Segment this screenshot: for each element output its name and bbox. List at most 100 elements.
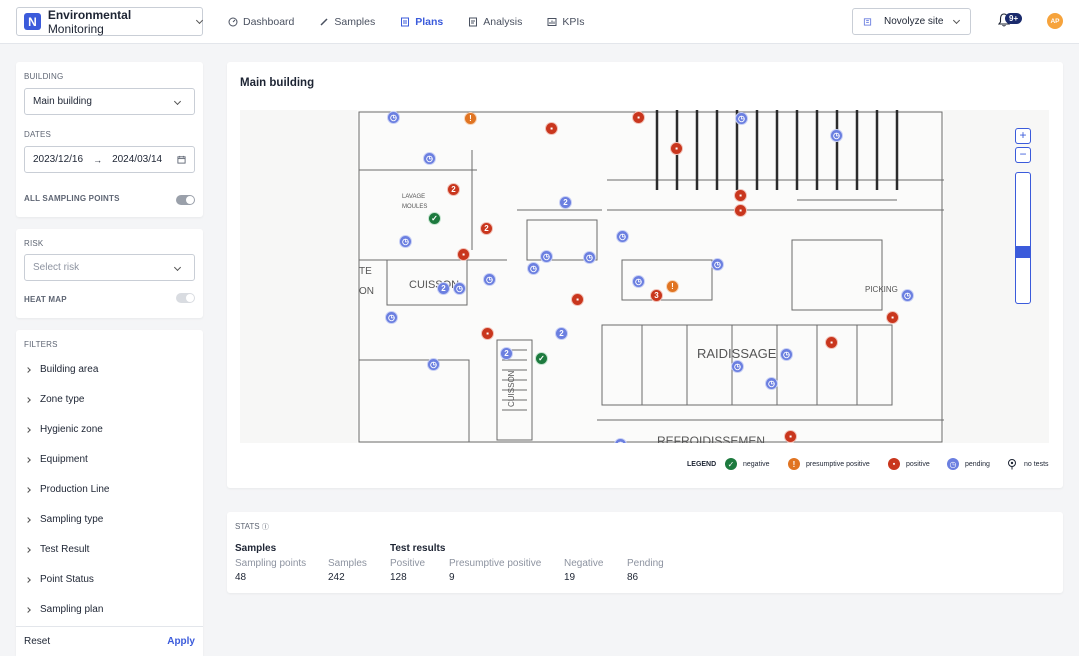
marker-positive[interactable]: ▪	[734, 204, 747, 217]
floor-label-refroidissement: REFROIDISSEMEN	[657, 434, 765, 443]
legend-pending: ◷ pending	[947, 458, 990, 470]
chevron-right-icon	[25, 396, 31, 403]
filter-hygienic-zone[interactable]: Hygienic zone	[24, 424, 103, 435]
marker-pending[interactable]: ◷	[830, 129, 843, 142]
filter-test-result[interactable]: Test Result	[24, 544, 89, 555]
marker-pending[interactable]: ◷	[540, 250, 553, 263]
marker-pending[interactable]: ◷	[385, 311, 398, 324]
marker-pending[interactable]: 2	[500, 347, 513, 360]
dates-label: DATES	[24, 130, 52, 139]
floor-label-cuisson: CUISSON	[409, 279, 459, 291]
marker-positive[interactable]: ▪	[571, 293, 584, 306]
marker-pending[interactable]: ◷	[616, 230, 629, 243]
stat-label-negative: Negative	[564, 558, 604, 569]
floor-label-lavage: LAVAGE	[402, 194, 425, 200]
document-icon	[401, 17, 410, 27]
floor-plan-map[interactable]: LAVAGE MOULES RAIDISSAGE REFROIDISSEMEN …	[240, 110, 1049, 443]
marker-pending[interactable]: ◷	[632, 275, 645, 288]
reset-button[interactable]: Reset	[24, 636, 51, 647]
marker-positive[interactable]: ▪	[825, 336, 838, 349]
marker-pending[interactable]: 2	[437, 282, 450, 295]
marker-pending[interactable]: ◷	[483, 273, 496, 286]
arrow-right-icon: →	[93, 154, 103, 165]
zoom-out-button[interactable]: −	[1015, 147, 1031, 163]
marker-positive[interactable]: ▪	[457, 248, 470, 261]
stat-value-negative: 19	[564, 572, 576, 583]
marker-pending[interactable]: ◷	[583, 251, 596, 264]
marker-negative[interactable]: ✓	[535, 352, 548, 365]
apply-button[interactable]: Apply	[167, 636, 195, 647]
floor-label-te: TE	[359, 266, 372, 277]
stat-value-positive: 128	[390, 572, 407, 583]
marker-presumptive[interactable]: !	[666, 280, 679, 293]
marker-positive[interactable]: 3	[650, 289, 663, 302]
marker-positive[interactable]: ▪	[670, 142, 683, 155]
heat-map-toggle[interactable]	[176, 293, 195, 303]
filters-panel: FILTERS Building area Zone type Hygienic…	[16, 330, 203, 656]
filters-footer: Reset Apply	[16, 626, 203, 656]
marker-pending[interactable]: 2	[555, 327, 568, 340]
dashboard-icon	[228, 17, 238, 27]
site-select[interactable]: Novolyze site	[852, 8, 971, 35]
filter-production-line[interactable]: Production Line	[24, 484, 110, 495]
building-select[interactable]: Main building	[24, 88, 195, 115]
filter-point-status[interactable]: Point Status	[24, 574, 94, 585]
nav-kpis[interactable]: KPIs	[547, 16, 585, 28]
marker-pending[interactable]: ◷	[453, 282, 466, 295]
filter-equipment[interactable]: Equipment	[24, 454, 88, 465]
stat-label-sampling-points: Sampling points	[235, 558, 307, 569]
nav-dashboard[interactable]: Dashboard	[228, 16, 294, 28]
clock-icon: ◷	[947, 458, 959, 470]
zoom-slider[interactable]	[1015, 172, 1031, 304]
marker-positive[interactable]: ▪	[481, 327, 494, 340]
marker-presumptive[interactable]: !	[464, 112, 477, 125]
chevron-right-icon	[25, 516, 31, 523]
nav-plans[interactable]: Plans	[400, 16, 443, 28]
marker-positive[interactable]: ▪	[734, 189, 747, 202]
app-name: Environmental Monitoring	[47, 7, 132, 36]
avatar[interactable]: AP	[1047, 13, 1063, 29]
risk-select[interactable]: Select risk	[24, 254, 195, 281]
stat-label-presumptive-positive: Presumptive positive	[449, 558, 542, 569]
chevron-down-icon	[195, 16, 204, 24]
marker-pending[interactable]: ◷	[735, 112, 748, 125]
chevron-right-icon	[25, 486, 31, 493]
marker-positive[interactable]: 2	[480, 222, 493, 235]
filter-building-area[interactable]: Building area	[24, 364, 98, 375]
marker-negative[interactable]: ✓	[428, 212, 441, 225]
notification-badge: 9+	[1005, 13, 1023, 24]
zoom-in-button[interactable]: +	[1015, 128, 1031, 144]
stat-value-presumptive-positive: 9	[449, 572, 455, 583]
app-logo: N	[24, 13, 41, 30]
filter-sampling-plan[interactable]: Sampling plan	[24, 604, 103, 615]
marker-pending[interactable]: 2	[559, 196, 572, 209]
marker-pending[interactable]: ◷	[711, 258, 724, 271]
marker-pending[interactable]: ◷	[780, 348, 793, 361]
nav-analysis[interactable]: Analysis	[468, 16, 522, 28]
marker-pending[interactable]: ◷	[765, 377, 778, 390]
marker-positive[interactable]: ▪	[886, 311, 899, 324]
legend-no-tests: no tests	[1006, 458, 1049, 470]
marker-pending[interactable]: ◷	[901, 289, 914, 302]
app-switcher[interactable]: N Environmental Monitoring	[16, 7, 204, 36]
marker-positive[interactable]: ▪	[632, 111, 645, 124]
marker-positive[interactable]: ▪	[545, 122, 558, 135]
marker-pending[interactable]: ◷	[427, 358, 440, 371]
filter-sampling-type[interactable]: Sampling type	[24, 514, 103, 525]
filter-zone-type[interactable]: Zone type	[24, 394, 84, 405]
marker-pending[interactable]: ◷	[387, 111, 400, 124]
main-nav: Dashboard Samples Plans Analysis KPIs	[228, 0, 610, 44]
date-from: 2023/12/16	[33, 154, 84, 165]
marker-pending[interactable]: ◷	[731, 360, 744, 373]
zoom-slider-handle[interactable]	[1016, 245, 1030, 258]
marker-pending[interactable]: ◷	[423, 152, 436, 165]
floor-label-cuisson-2: CUISSON	[507, 370, 516, 407]
all-sampling-points-toggle[interactable]	[176, 195, 195, 205]
marker-pending[interactable]: ◷	[527, 262, 540, 275]
stat-label-positive: Positive	[390, 558, 426, 569]
marker-pending[interactable]: ◷	[399, 235, 412, 248]
date-range-picker[interactable]: 2023/12/16 → 2024/03/14	[24, 146, 195, 173]
marker-positive[interactable]: 2	[447, 183, 460, 196]
nav-samples[interactable]: Samples	[319, 16, 375, 28]
marker-positive[interactable]: ▪	[784, 430, 797, 443]
